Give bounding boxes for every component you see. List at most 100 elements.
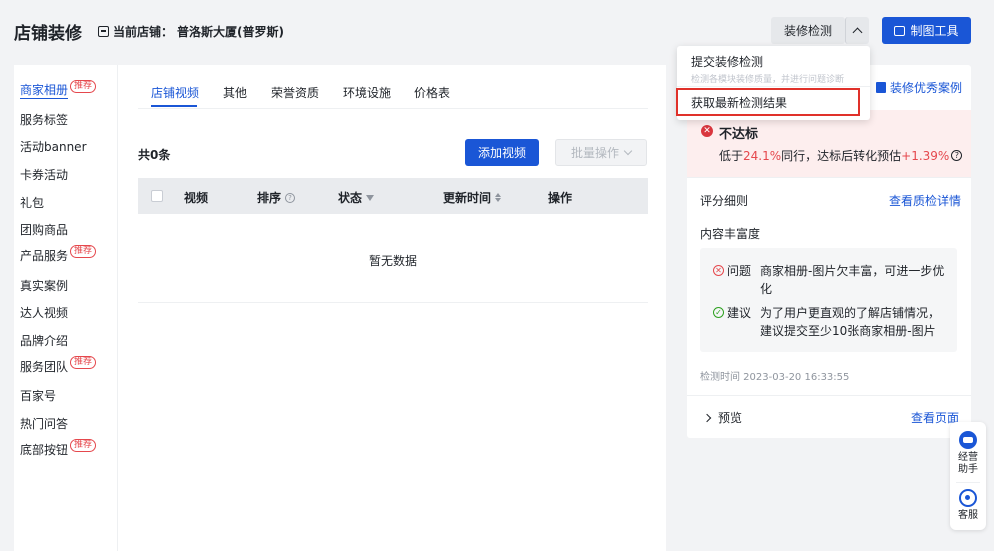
issue-box xyxy=(700,248,957,352)
help-icon[interactable]: ? xyxy=(285,192,296,203)
main-panel xyxy=(118,65,666,551)
issue-row: ✕问题 商家相册-图片欠丰富，可进一步优化 xyxy=(713,262,945,298)
excellent-cases-label: 装修优秀案例 xyxy=(890,81,963,95)
sidebar-item-faq[interactable]: 热门问答 xyxy=(20,415,68,432)
customer-service-label: 客服 xyxy=(958,510,978,521)
detection-time: 检测时间 2023-03-20 16:33:55 xyxy=(700,372,850,383)
content-richness-title: 内容丰富度 xyxy=(700,227,761,241)
menu-divider xyxy=(677,86,870,87)
suggestion-text: 为了用户更直观的了解店铺情况，建议提交至少10张商家相册-图片 xyxy=(760,306,941,338)
tab-other[interactable]: 其他 xyxy=(223,86,248,100)
batch-operation-button[interactable]: 批量操作 xyxy=(555,139,647,166)
sidebar-item-gift[interactable]: 礼包 xyxy=(20,194,44,211)
peer-percent: 24.1% xyxy=(743,148,782,163)
sidebar-item-service-tags[interactable]: 服务标签 xyxy=(20,111,68,128)
empty-state: 暂无数据 xyxy=(368,254,417,268)
view-quality-details-link[interactable]: 查看质检详情 xyxy=(889,194,962,208)
decoration-check-dropdown-toggle[interactable] xyxy=(845,17,869,44)
sidebar-item-coupons[interactable]: 卡券活动 xyxy=(20,166,68,183)
store-prefix: 当前店铺： xyxy=(113,25,174,39)
tab-store-video[interactable]: 店铺视频 xyxy=(151,86,200,100)
add-video-button[interactable]: 添加视频 xyxy=(465,139,539,166)
decoration-check-button[interactable]: 装修检测 xyxy=(771,17,845,44)
suggestion-row: ✓建议 为了用户更直观的了解店铺情况，建议提交至少10张商家相册-图片 xyxy=(713,304,945,340)
sidebar-item-products[interactable]: 产品服务 推荐 xyxy=(20,245,97,264)
error-circle-icon: ✕ xyxy=(713,265,724,276)
book-icon xyxy=(876,82,886,93)
menu-item-get-latest-result[interactable]: 获取最新检测结果 xyxy=(676,88,860,116)
sidebar-item-label: 礼包 xyxy=(20,196,45,210)
menu-item-submit-check[interactable]: 提交装修检测 xyxy=(691,55,764,69)
tab-divider xyxy=(138,108,648,109)
tab-environment[interactable]: 环境设施 xyxy=(343,86,392,100)
issue-text: 商家相册-图片欠丰富，可进一步优化 xyxy=(760,264,945,296)
column-label: 排序 xyxy=(257,191,282,205)
help-icon[interactable]: ? xyxy=(951,150,963,161)
sidebar-item-baijiahao[interactable]: 百家号 xyxy=(20,387,56,404)
sidebar-item-label: 产品服务 xyxy=(20,249,69,263)
error-icon: ✕ xyxy=(701,125,713,137)
column-update-time: 更新时间 xyxy=(443,189,502,206)
chevron-up-icon xyxy=(852,27,863,38)
customer-service-button[interactable]: 客服 xyxy=(950,489,986,522)
score-rules-title: 评分细则 xyxy=(700,194,749,208)
chevron-down-icon xyxy=(623,146,633,156)
select-all-checkbox[interactable] xyxy=(151,190,163,202)
table-bottom-border xyxy=(138,302,648,303)
sidebar-item-label: 卡券活动 xyxy=(20,168,69,182)
column-label: 视频 xyxy=(184,191,209,205)
page-title: 店铺装修 xyxy=(14,24,82,44)
column-actions: 操作 xyxy=(548,189,572,206)
design-tool-label: 制图工具 xyxy=(910,24,959,38)
issue-label: 问题 xyxy=(727,264,752,278)
column-status: 状态 xyxy=(338,189,375,206)
tab-honors[interactable]: 荣誉资质 xyxy=(271,86,320,100)
sidebar-item-team[interactable]: 服务团队 推荐 xyxy=(20,356,97,375)
sidebar-item-bottom-button[interactable]: 底部按钮 推荐 xyxy=(20,439,97,458)
sidebar-item-banner[interactable]: 活动banner xyxy=(20,138,87,155)
column-label: 更新时间 xyxy=(443,191,492,205)
sidebar-item-album[interactable]: 商家相册 推荐 xyxy=(20,79,97,99)
check-circle-icon: ✓ xyxy=(713,307,724,318)
sidebar-item-label: 团购商品 xyxy=(20,223,69,237)
status-desc-prefix: 低于 xyxy=(719,149,744,163)
recommend-badge: 推荐 xyxy=(70,439,97,452)
store-name: 普洛斯大厦(普罗斯) xyxy=(177,25,284,39)
sidebar-item-label: 百家号 xyxy=(20,389,57,403)
view-page-link[interactable]: 查看页面 xyxy=(911,411,960,425)
business-assistant-button[interactable]: 经营 助手 xyxy=(950,431,986,476)
sidebar-item-group-buy[interactable]: 团购商品 xyxy=(20,221,68,238)
sidebar-item-label: 热门问答 xyxy=(20,417,69,431)
excellent-cases-link[interactable]: 装修优秀案例 xyxy=(876,79,962,96)
divider xyxy=(956,482,980,483)
column-order: 排序 ? xyxy=(257,189,296,206)
suggestion-label: 建议 xyxy=(727,306,752,320)
column-video: 视频 xyxy=(184,189,208,206)
sidebar-item-label: 活动banner xyxy=(20,140,87,154)
sidebar-item-cases[interactable]: 真实案例 xyxy=(20,277,68,294)
recommend-badge: 推荐 xyxy=(70,356,97,369)
current-store: 当前店铺： 普洛斯大厦(普罗斯) xyxy=(98,23,284,40)
recommend-badge: 推荐 xyxy=(70,79,97,93)
status-banner xyxy=(687,110,971,177)
assistant-label-line1: 经营 xyxy=(958,452,978,463)
menu-item-submit-check-desc: 检测各模块装修质量，并进行问题诊断 xyxy=(691,75,845,85)
table-header xyxy=(138,178,648,214)
chevron-right-icon xyxy=(702,413,712,422)
sidebar-item-brand[interactable]: 品牌介绍 xyxy=(20,332,68,349)
active-tab-indicator xyxy=(151,105,197,107)
sidebar-item-label: 服务标签 xyxy=(20,113,69,127)
design-tool-button[interactable]: 制图工具 xyxy=(882,17,971,44)
sidebar-item-label: 品牌介绍 xyxy=(20,334,69,348)
sidebar xyxy=(14,65,118,551)
sidebar-item-influencer-video[interactable]: 达人视频 xyxy=(20,304,68,321)
sort-icon[interactable] xyxy=(495,193,502,202)
column-label: 状态 xyxy=(338,191,363,205)
headset-icon xyxy=(959,489,977,507)
batch-operation-label: 批量操作 xyxy=(570,146,619,160)
status-desc-mid: 同行，达标后转化预估 xyxy=(781,149,902,163)
tab-price-list[interactable]: 价格表 xyxy=(414,86,451,100)
assistant-label-line2: 助手 xyxy=(958,464,978,475)
filter-icon[interactable] xyxy=(366,194,375,201)
preview-toggle[interactable]: 预览 xyxy=(702,409,742,426)
